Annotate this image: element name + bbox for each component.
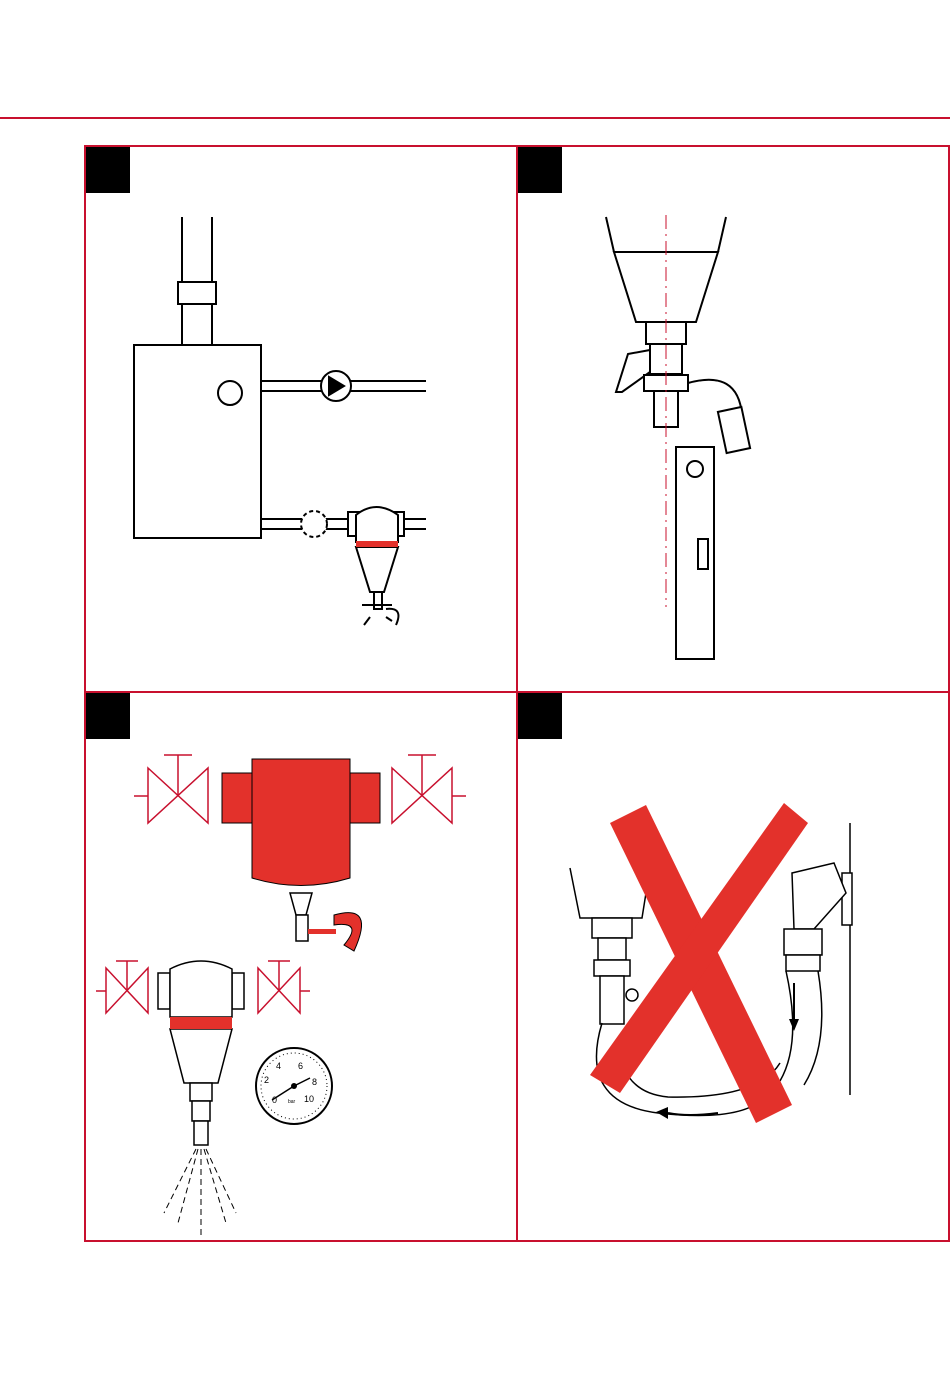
gauge-tick-2: 2 xyxy=(264,1075,269,1085)
gauge-tick-4: 4 xyxy=(276,1061,281,1071)
gauge-unit: bar xyxy=(288,1099,296,1105)
gauge-tick-10: 10 xyxy=(304,1094,314,1104)
pressure-gauge: 0 2 4 6 8 10 bar xyxy=(256,1048,332,1124)
gauge-tick-0: 0 xyxy=(272,1095,277,1105)
header-rule xyxy=(0,117,950,119)
drain-and-pressure-illustration: 0 2 4 6 8 10 bar xyxy=(86,693,520,1244)
boiler-system-illustration xyxy=(86,147,520,695)
gauge-tick-8: 8 xyxy=(312,1077,317,1087)
incorrect-routing-illustration xyxy=(518,693,950,1244)
panel-3: 0 2 4 6 8 10 bar xyxy=(84,691,518,1242)
panel-1 xyxy=(84,145,518,693)
vertical-alignment-illustration xyxy=(518,147,950,695)
panel-2 xyxy=(516,145,950,693)
panel-4 xyxy=(516,691,950,1242)
gauge-tick-6: 6 xyxy=(298,1061,303,1071)
